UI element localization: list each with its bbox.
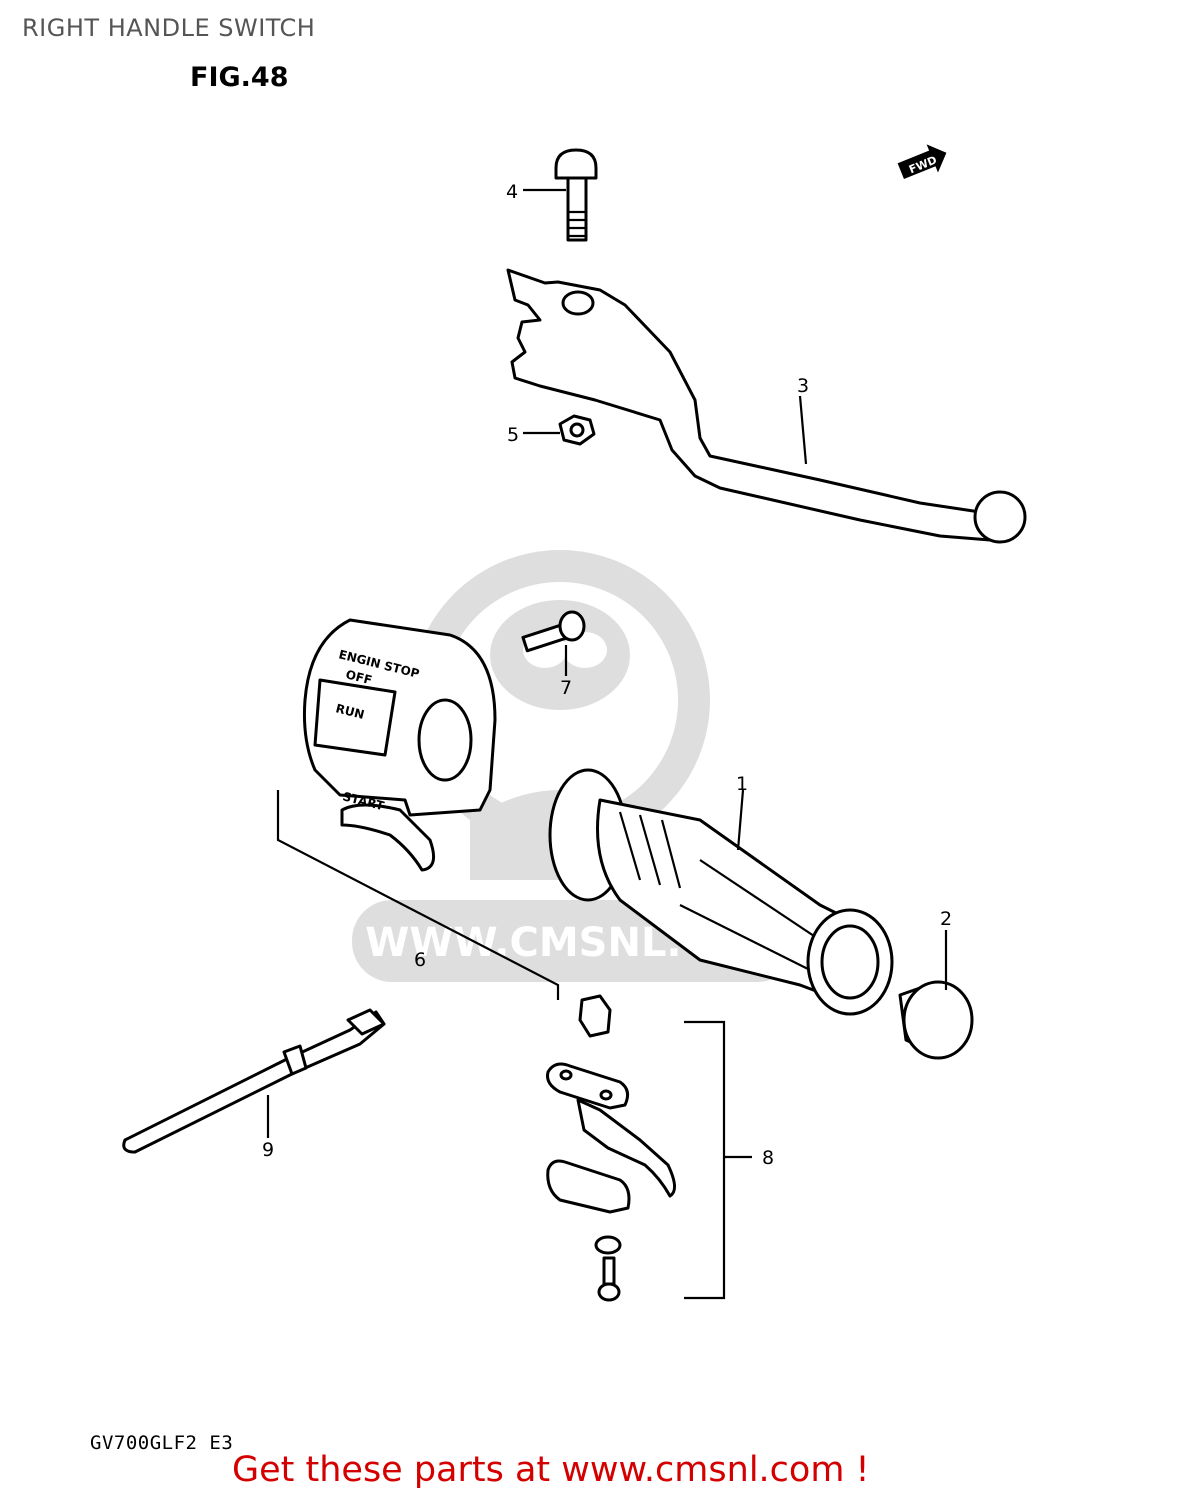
brake-lever xyxy=(506,268,1027,544)
throttle-grip xyxy=(548,768,894,1016)
callout-1: 1 xyxy=(736,773,748,795)
callout-2: 2 xyxy=(940,908,952,930)
callouts: 1 2 3 4 5 6 7 8 9 xyxy=(262,181,952,1169)
nut xyxy=(558,414,596,446)
callout-7: 7 xyxy=(560,677,572,699)
footer-parts-link[interactable]: Get these parts at www.cmsnl.com ! xyxy=(232,1450,870,1490)
screw xyxy=(521,610,586,653)
fwd-label: FWD xyxy=(907,153,939,176)
off-label: OFF xyxy=(344,667,373,687)
watermark: WWW.CMSNL.COM xyxy=(352,550,797,982)
parts-diagram: WWW.CMSNL.COM FWD ENGIN STOP OFF RUN STA… xyxy=(122,144,1027,1302)
model-code: GV700GLF2 E3 xyxy=(90,1432,234,1454)
page-title: RIGHT HANDLE SWITCH xyxy=(22,14,316,42)
callout-5: 5 xyxy=(507,424,519,446)
callout-8: 8 xyxy=(762,1147,774,1169)
figure-label: FIG.48 xyxy=(190,62,289,93)
grip-end-cap xyxy=(898,980,974,1060)
fwd-arrow-icon: FWD xyxy=(897,144,947,180)
callout-4: 4 xyxy=(506,181,518,203)
callout-6: 6 xyxy=(414,949,426,971)
callout-9: 9 xyxy=(262,1139,274,1161)
clamp-set xyxy=(546,994,676,1302)
leader-lines xyxy=(266,188,948,1300)
callout-3: 3 xyxy=(797,375,809,397)
pivot-bolt xyxy=(554,148,598,242)
run-label: RUN xyxy=(334,701,366,722)
cable-strap xyxy=(122,1008,386,1154)
switch-housing: ENGIN STOP OFF RUN START xyxy=(302,618,497,872)
